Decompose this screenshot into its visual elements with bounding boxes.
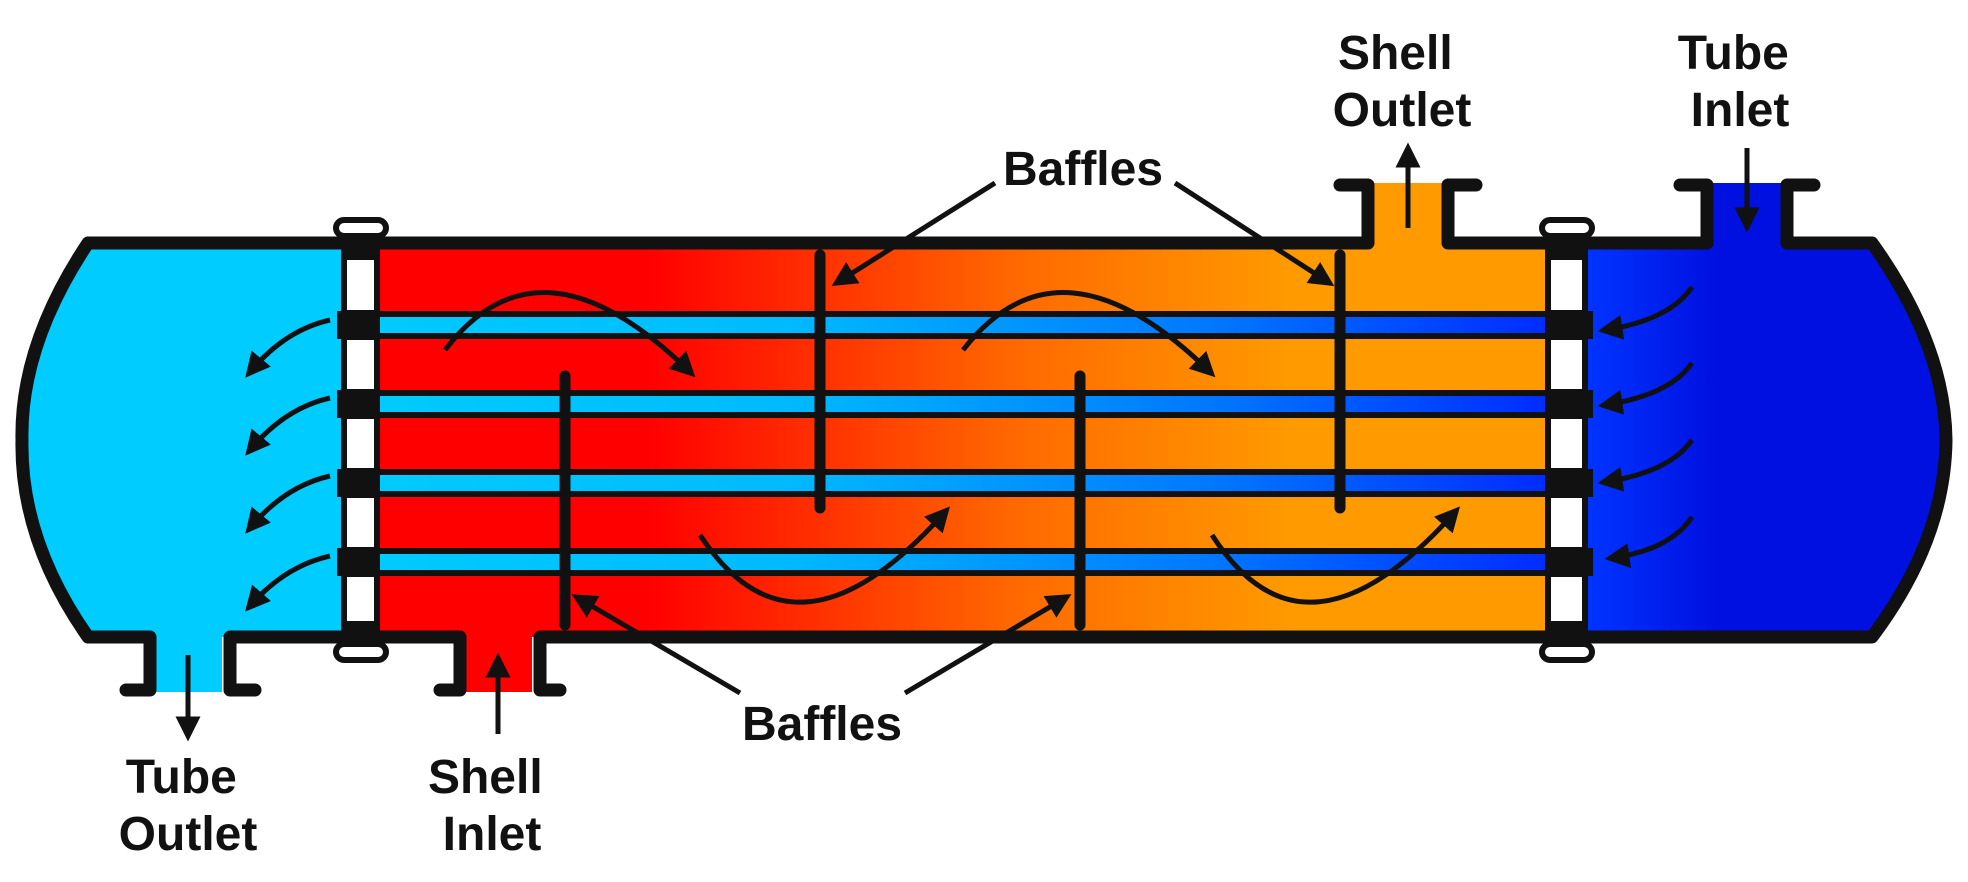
baffles-pointer-arrow-icon: [831, 180, 997, 287]
tube-outlet-label-line: Tube: [126, 751, 237, 804]
bolt-icon: [333, 217, 389, 239]
curved-arrow-icon: [1597, 361, 1695, 415]
tube: [337, 548, 1593, 576]
bolt-icon: [333, 641, 389, 663]
shell-outlet-label-line: Shell: [1338, 27, 1453, 80]
tube: [337, 311, 1593, 339]
shell-inlet-label-line: Shell: [428, 751, 543, 804]
shell-outlet-label: Shell Outlet: [1333, 27, 1472, 137]
exchanger-outline: [15, 178, 1953, 697]
shell-outlet-label-line: Outlet: [1333, 84, 1472, 137]
tube-outlet-label: Tube Outlet: [119, 751, 258, 861]
right-tube-sheet: [1545, 243, 1588, 637]
baffles-top-label: Baffles: [1003, 143, 1163, 196]
tube-bundle: [337, 311, 1593, 576]
curved-arrow-icon: [245, 317, 331, 378]
curved-arrow-icon: [1597, 285, 1695, 340]
left-tube-sheet: [341, 243, 380, 637]
right-head-tube-inlet-channel: [1588, 243, 1946, 637]
tube-inlet-label-line: Inlet: [1691, 84, 1790, 137]
curved-arrow-icon: [961, 290, 1216, 378]
baffles-pointer-arrow-icon: [571, 594, 742, 696]
tube-inlet-label: Tube Inlet: [1678, 27, 1802, 137]
bolt-icon: [1539, 641, 1595, 663]
curved-arrow-icon: [697, 506, 950, 605]
curved-arrow-icon: [245, 395, 331, 456]
shell-side-fluid: [380, 243, 1545, 637]
tube: [337, 469, 1593, 497]
flange-bolt-icons: [333, 217, 1595, 663]
curved-arrow-icon: [1597, 438, 1695, 492]
labels: Shell Outlet Tube Inlet Baffles Baffles …: [119, 27, 1802, 861]
tube: [337, 390, 1593, 418]
curved-arrow-icon: [245, 553, 331, 612]
curved-arrow-icon: [1604, 515, 1695, 568]
flow-arrows: [175, 142, 1760, 742]
baffles-pointer-arrow-icon: [903, 594, 1072, 696]
left-head-tube-outlet-channel: [21, 243, 345, 637]
tube-outlet-label-line: Outlet: [119, 808, 258, 861]
bolt-icon: [1539, 217, 1595, 239]
curved-arrow-icon: [245, 473, 331, 534]
curved-arrow-icon: [443, 290, 696, 378]
baffles-pointer-arrow-icon: [1173, 180, 1335, 287]
shell-inlet-label-line: Inlet: [443, 808, 542, 861]
baffles-bottom-label: Baffles: [742, 698, 902, 751]
shell-inlet-label: Shell Inlet: [428, 751, 556, 861]
curved-arrow-icon: [1209, 506, 1460, 605]
baffles: [559, 249, 1346, 631]
tube-inlet-label-line: Tube: [1678, 27, 1789, 80]
